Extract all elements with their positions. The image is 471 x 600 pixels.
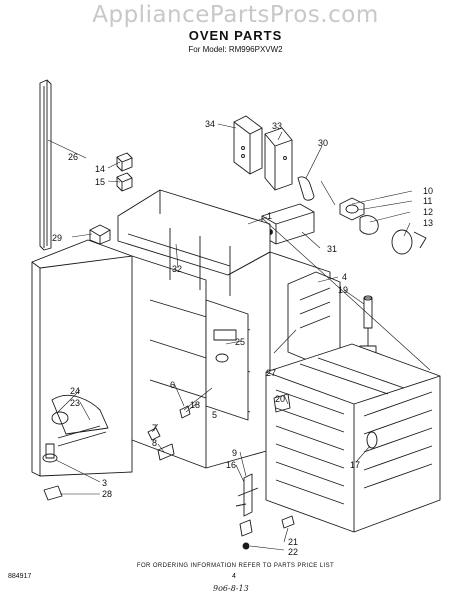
part-foot-3 [42, 443, 58, 463]
page-title: OVEN PARTS [188, 28, 283, 43]
callout-26: 26 [68, 152, 78, 162]
part-rail-26 [39, 79, 52, 251]
cabinet-body [31, 189, 331, 477]
callout-19: 19 [338, 285, 348, 295]
callout-16: 16 [226, 460, 236, 470]
part-block-14 [116, 152, 133, 172]
callout-7: 7 [152, 423, 157, 433]
watermark: AppliancePartsPros.com [92, 2, 379, 28]
callout-27: 27 [266, 368, 276, 378]
document-code: 884917 [8, 573, 32, 580]
callout-12: 12 [423, 207, 433, 217]
callout-29: 29 [52, 233, 62, 243]
callout-20: 20 [275, 394, 285, 404]
part-socket-10 [339, 197, 365, 221]
callout-28: 28 [102, 489, 112, 499]
part-block-15 [116, 172, 133, 192]
oven-liner [265, 343, 441, 533]
part-panel-34 [233, 115, 263, 175]
part-tube-30 [297, 176, 315, 201]
part-cover-33 [264, 127, 293, 191]
part-bracket-28 [43, 485, 63, 501]
callout-3: 3 [102, 478, 107, 488]
callout-30: 30 [318, 138, 328, 148]
callout-10: 10 [423, 186, 433, 196]
callout-21: 21 [288, 537, 298, 547]
callout-18: 18 [190, 400, 200, 410]
ordering-note: FOR ORDERING INFORMATION REFER TO PARTS … [136, 563, 335, 569]
callout-1: 1 [267, 211, 272, 221]
callout-6: 6 [170, 380, 175, 390]
part-bulb-12 [359, 215, 379, 235]
callout-23: 23 [70, 398, 80, 408]
part-bracket-29 [89, 224, 111, 245]
callout-11: 11 [423, 196, 432, 206]
callout-8: 8 [152, 438, 157, 448]
part-spring-5 [179, 405, 191, 419]
callout-17: 17 [350, 460, 360, 470]
callout-13: 13 [423, 218, 433, 228]
part-lens-13 [391, 229, 427, 255]
part-valve-9 [235, 473, 295, 550]
callout-4: 4 [342, 272, 347, 282]
callout-14: 14 [95, 164, 105, 174]
model-subtitle: For Model: RM996PXVW2 [188, 45, 283, 54]
callout-32: 32 [172, 264, 182, 274]
callout-labels: 26 14 15 29 34 33 30 10 11 12 13 1 31 32… [52, 119, 433, 557]
page-number: 4 [232, 573, 236, 580]
callout-15: 15 [95, 177, 105, 187]
part-clip-7 [147, 427, 175, 461]
callout-9: 9 [232, 448, 237, 458]
part-panel-4 [287, 271, 341, 363]
callout-31: 31 [327, 244, 337, 254]
callout-33: 33 [272, 121, 282, 131]
callout-25: 25 [235, 337, 245, 347]
callout-24: 24 [70, 386, 80, 396]
callout-34: 34 [205, 119, 215, 129]
callout-22: 22 [288, 547, 298, 557]
callout-5: 5 [212, 410, 217, 420]
handwritten-note: 9o6-8-13 [213, 584, 249, 593]
